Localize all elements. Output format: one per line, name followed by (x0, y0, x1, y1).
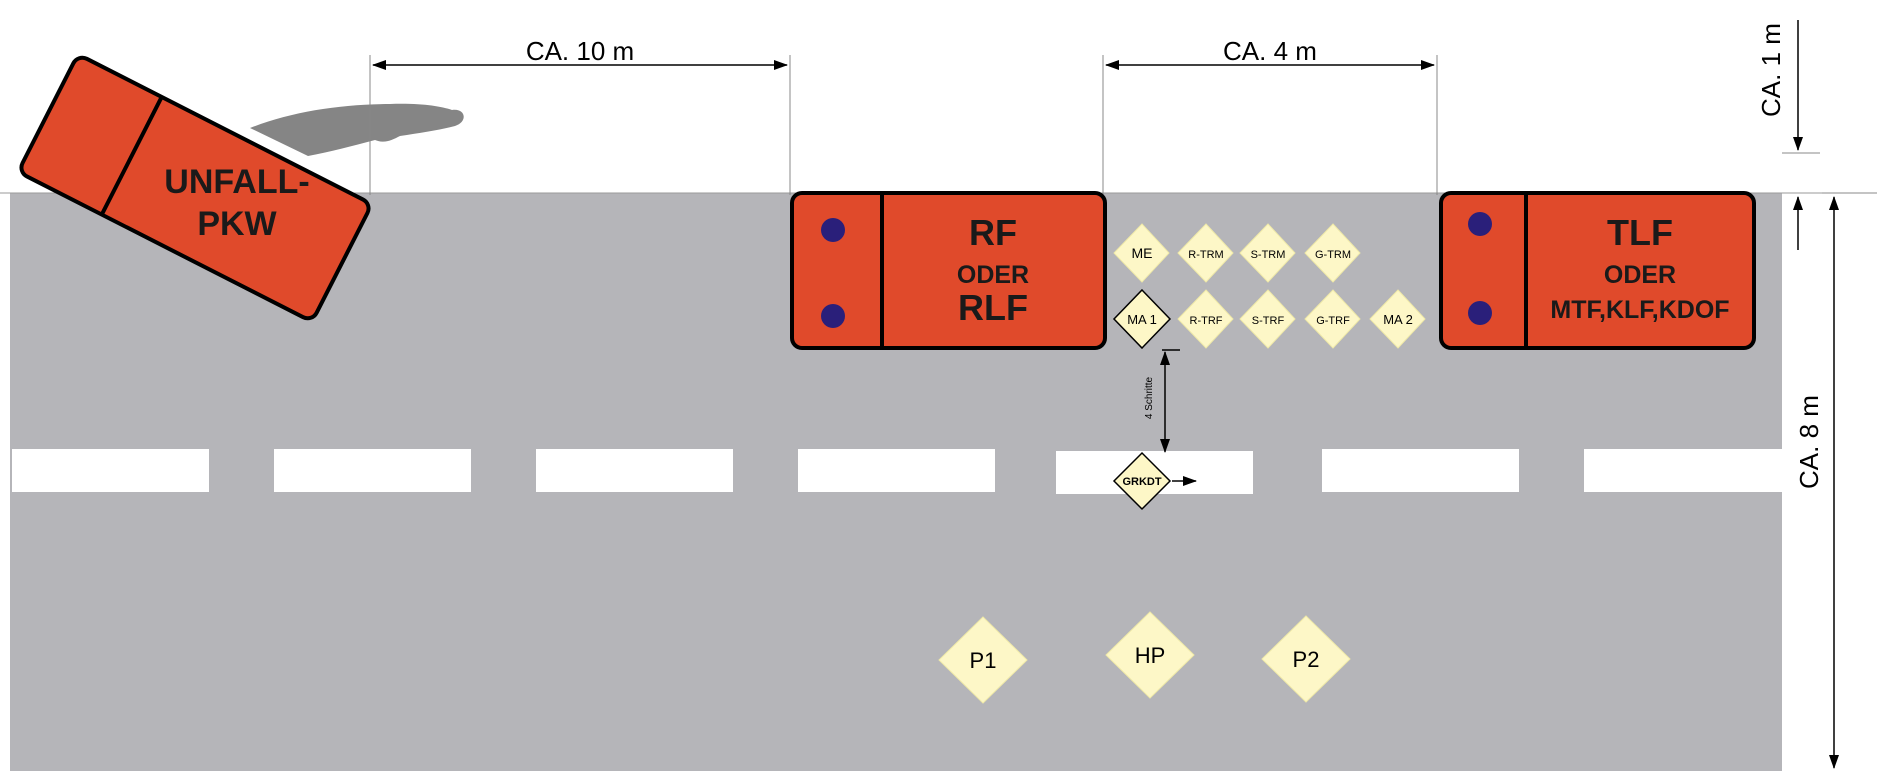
svg-text:MA 1: MA 1 (1127, 312, 1157, 327)
svg-text:R-TRF: R-TRF (1190, 315, 1223, 327)
crew-marker: MA 2 (1369, 289, 1426, 349)
crew-marker: S-TRF (1239, 289, 1296, 349)
crew-marker: G-TRF (1304, 289, 1361, 349)
crew-row-1: ME R-TRM S-TRM G-TRM (1113, 223, 1361, 283)
tlf-label-line2: ODER (1604, 261, 1676, 289)
dimension-side-offset: CA. 1 m (1756, 20, 1820, 250)
leader-label: GRKDT (1122, 476, 1161, 488)
dimension-label: CA. 4 m (1223, 36, 1317, 66)
dimension-label: CA. 1 m (1756, 23, 1786, 117)
crew-marker-ma1: MA 1 (1112, 288, 1172, 350)
dimension-label: CA. 10 m (526, 36, 634, 66)
lane-dash (1322, 449, 1519, 492)
beacon-light (1468, 301, 1492, 325)
crew-row-2: MA 1 R-TRF S-TRF G-TRF MA 2 (1112, 288, 1426, 350)
dimension-crash-to-rf: CA. 10 m (369, 36, 791, 195)
crash-car-label-line2: PKW (197, 205, 277, 243)
rf-label-line2: ODER (957, 261, 1029, 289)
crew-marker: ME (1113, 223, 1170, 283)
beacon-light (1468, 212, 1492, 236)
svg-text:G-TRM: G-TRM (1315, 249, 1351, 261)
svg-text:R-TRM: R-TRM (1188, 249, 1223, 261)
crew-marker: G-TRM (1304, 223, 1361, 283)
svg-text:G-TRF: G-TRF (1316, 315, 1350, 327)
beacon-light (821, 218, 845, 242)
lane-dash (274, 449, 471, 492)
steps-label: 4 Schritte (1144, 376, 1155, 419)
ground-point-hp: HP (1105, 611, 1195, 699)
rf-label-line3: RLF (958, 287, 1028, 328)
svg-text:ME: ME (1132, 245, 1153, 261)
leader-marker: GRKDT (1112, 451, 1197, 511)
ground-points: P1 HP P2 (938, 611, 1351, 704)
crash-car-label-line1: UNFALL- (164, 163, 309, 201)
lane-dash (1584, 449, 1782, 492)
dimension-rf-to-tlf: CA. 4 m (1102, 36, 1438, 195)
lane-dash (536, 449, 733, 492)
svg-text:MA 2: MA 2 (1383, 312, 1413, 327)
crew-marker: R-TRM (1177, 223, 1234, 283)
svg-text:P1: P1 (970, 648, 997, 673)
beacon-light (821, 304, 845, 328)
svg-text:P2: P2 (1293, 647, 1320, 672)
tlf-label-line3: MTF,KLF,KDOF (1550, 296, 1729, 324)
crew-marker: S-TRM (1239, 223, 1296, 283)
svg-text:S-TRM: S-TRM (1251, 249, 1286, 261)
oil-trace (250, 103, 464, 156)
lane-dash (12, 449, 209, 492)
crash-car (19, 55, 371, 321)
ground-point-p2: P2 (1261, 615, 1351, 703)
ground-point-p1: P1 (938, 616, 1028, 704)
tlf-label-line1: TLF (1607, 212, 1673, 253)
dimension-road-width: CA. 8 m (1794, 192, 1877, 769)
vehicle-rf: RF ODER RLF (790, 191, 1107, 350)
dimension-label: CA. 8 m (1794, 395, 1824, 489)
crew-marker: R-TRF (1177, 289, 1234, 349)
vehicle-tlf: TLF ODER MTF,KLF,KDOF (1439, 191, 1756, 350)
steps-indicator: 4 Schritte (1144, 349, 1180, 453)
lane-markings (12, 449, 1782, 494)
svg-text:HP: HP (1135, 643, 1166, 668)
lane-dash (798, 449, 995, 492)
svg-text:S-TRF: S-TRF (1252, 315, 1285, 327)
rf-label-line1: RF (969, 212, 1017, 253)
